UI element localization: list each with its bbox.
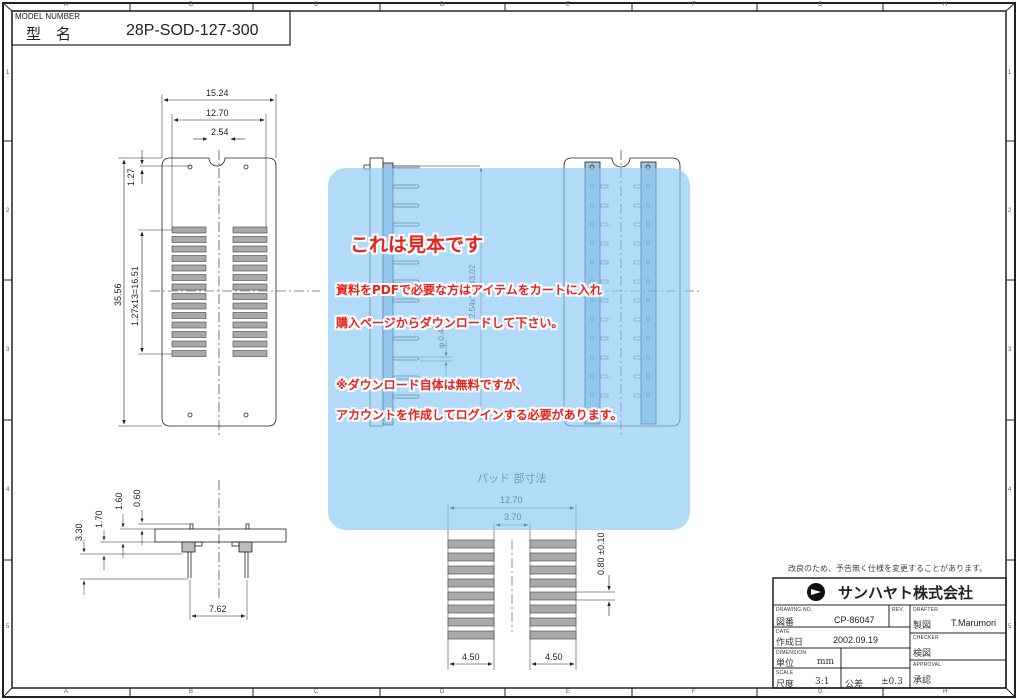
col-label: B	[189, 2, 194, 8]
watermark-line-3: 購入ページからダウンロードして下さい。	[336, 316, 564, 330]
rev-label: REV.	[892, 607, 905, 613]
top-view-pads	[171, 226, 268, 357]
dim-b: 1.70	[94, 510, 104, 528]
drawing-no: CP-86047	[834, 615, 875, 625]
dim-pitch-span: 1.27x13=16.51	[130, 266, 140, 326]
scale-label-en: SCALE	[776, 670, 794, 676]
dim-a: 3.30	[74, 523, 84, 541]
row-label: 2	[1008, 208, 1012, 214]
dim-total-width: 15.24	[206, 88, 229, 98]
approval-label-jp: 承認	[913, 676, 932, 686]
dimension-label-en: DIMENSION	[776, 650, 807, 656]
col-label: E	[566, 689, 571, 695]
col-label: A	[64, 2, 69, 8]
drawing-no-label-jp: 図番	[776, 618, 795, 628]
row-label: 4	[6, 487, 10, 493]
col-label: G	[818, 689, 823, 695]
drafter-label-jp: 製図	[913, 621, 932, 631]
date-label-jp: 作成日	[776, 638, 804, 648]
drawing-no-label-en: DRAWING NO.	[776, 607, 813, 613]
date-value: 2002.09.19	[833, 635, 879, 645]
dim-pad-span: 12.70	[206, 108, 229, 118]
col-label: H	[943, 2, 948, 8]
company-name: サンハヤト株式会社	[838, 584, 974, 602]
dimension-label-jp: 単位	[776, 659, 795, 669]
drafter-name: T.Marumori	[951, 618, 997, 628]
model-label-jp: 型 名	[26, 25, 72, 43]
col-label: F	[692, 2, 696, 8]
scale-label-jp: 尺度	[776, 680, 795, 690]
col-label: B	[189, 689, 194, 695]
front-view	[80, 480, 287, 620]
watermark-line-5: アカウントを作成してログインする必要があります。	[336, 408, 623, 422]
dim-d: 0.60	[132, 489, 142, 507]
checker-label-jp: 検図	[913, 649, 932, 659]
col-label: A	[64, 689, 69, 695]
col-label: E	[566, 2, 571, 8]
row-label: 1	[6, 70, 10, 76]
watermark-line-2: 資料をPDFで必要な方はアイテムをカートに入れ	[336, 283, 602, 297]
tolerance-label: 公差	[845, 680, 864, 690]
watermark-line-1: これは見本です	[350, 234, 484, 256]
dim-pad-width: 0.80 ±0.10	[596, 532, 606, 575]
dim-left-pad-len: 4.50	[462, 652, 480, 662]
scale-value: 3:1	[815, 677, 830, 687]
pad-view-pads	[447, 539, 577, 640]
checker-label-en: CHECKER	[913, 635, 939, 641]
row-label: 2	[6, 208, 10, 214]
row-label: 3	[1008, 347, 1012, 353]
row-label: 5	[1008, 624, 1012, 630]
col-label: G	[818, 2, 823, 8]
model-label-en: MODEL NUMBER	[15, 12, 81, 21]
row-label: 4	[1008, 487, 1012, 493]
company-logo-icon	[807, 583, 825, 601]
dimension-unit: mm	[817, 657, 835, 667]
drafter-label-en: DRAFTER	[913, 607, 939, 613]
date-label-en: DATE	[776, 629, 790, 635]
sample-watermark-overlay	[328, 168, 690, 530]
col-label: H	[943, 689, 948, 695]
dim-total-length: 35.56	[113, 283, 123, 306]
top-view	[118, 94, 320, 435]
spec-change-notice: 改良のため、予告無く仕様を変更することがあります。	[788, 564, 988, 573]
row-label: 5	[6, 624, 10, 630]
col-label: C	[314, 689, 319, 695]
model-number-box	[11, 10, 291, 46]
approval-label-en: APPROVAL	[913, 662, 942, 668]
dim-top-offset: 1.27	[126, 168, 136, 186]
col-label: F	[692, 689, 696, 695]
dim-c: 1.60	[114, 492, 124, 510]
watermark-line-4: ※ダウンロード自体は無料ですが、	[336, 378, 528, 392]
row-label: 1	[1008, 70, 1012, 76]
model-number: 28P-SOD-127-300	[126, 22, 259, 39]
row-label: 3	[6, 347, 10, 353]
tolerance-value: ±0.3	[881, 677, 903, 687]
col-label: D	[440, 689, 445, 695]
title-block-frame	[772, 577, 1007, 689]
dim-right-pad-len: 4.50	[545, 652, 563, 662]
dim-notch: 2.54	[211, 127, 229, 137]
col-label: C	[314, 2, 319, 8]
col-label: D	[440, 2, 445, 8]
dim-pin-span: 7.62	[209, 604, 227, 614]
